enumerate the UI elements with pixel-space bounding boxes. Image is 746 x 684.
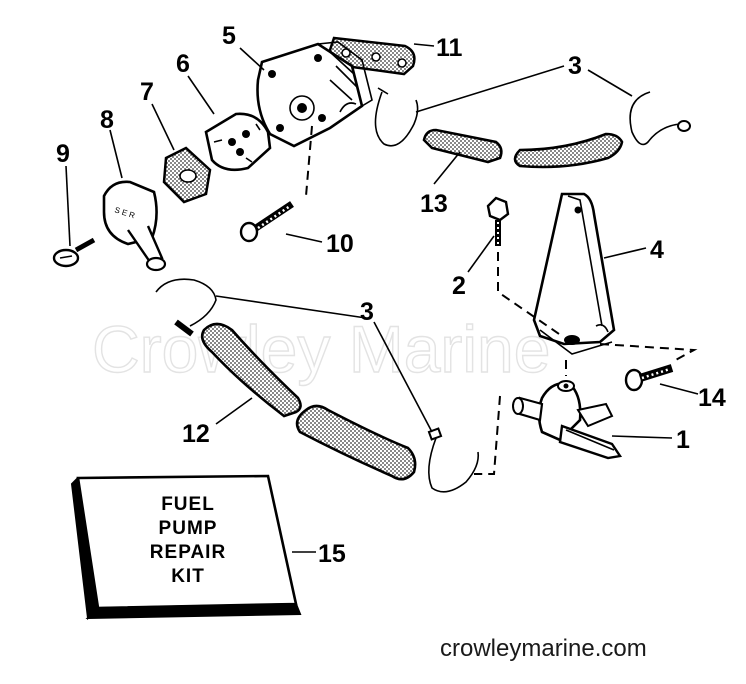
part-labels: 5 6 7 8 9 11 3 13 10 4 2 3 14 12 1 15 <box>56 22 726 568</box>
part-3-clamp-upper-left <box>374 87 419 147</box>
assembly-dashed-lines <box>305 125 698 475</box>
label-part-8: 8 <box>100 106 114 134</box>
label-part-13: 13 <box>420 190 448 218</box>
label-part-15: 15 <box>318 540 346 568</box>
part-3-clamp-upper-right <box>629 91 691 146</box>
label-part-3-lower: 3 <box>360 298 374 326</box>
kit-text-line-4: KIT <box>171 566 205 587</box>
part-9-screw <box>52 237 96 268</box>
leader-lines <box>65 43 699 553</box>
watermark-text: Crowley Marine <box>92 312 550 386</box>
part-15-repair-kit-box: FUEL PUMP REPAIR KIT <box>70 474 302 621</box>
part-12-fuel-hose <box>200 322 417 481</box>
label-part-3-upper: 3 <box>568 52 582 80</box>
label-part-12: 12 <box>182 420 210 448</box>
kit-text-line-2: PUMP <box>159 518 218 539</box>
label-part-11: 11 <box>436 34 463 62</box>
part-3-clamp-lower-left <box>155 278 217 337</box>
part-14-screw <box>624 364 674 392</box>
label-part-5: 5 <box>222 22 236 50</box>
part-3-clamp-lower-right <box>427 427 480 493</box>
label-part-9: 9 <box>56 140 70 168</box>
part-4-bracket <box>532 192 616 355</box>
label-part-6: 6 <box>176 50 190 78</box>
part-8-pump-cover: S E R <box>102 180 167 272</box>
label-part-1: 1 <box>676 426 690 454</box>
label-part-4: 4 <box>650 236 664 264</box>
label-part-14: 14 <box>698 384 726 412</box>
part-10-bolt <box>239 201 294 243</box>
part-2-bolt <box>486 196 510 246</box>
part-6-diaphragm <box>204 112 272 172</box>
website-url: crowleymarine.com <box>440 635 647 662</box>
part-13-fuel-hose <box>422 128 624 169</box>
label-part-2: 2 <box>452 272 466 300</box>
part-7-gasket <box>162 146 212 204</box>
part-1-fuel-valve <box>512 380 623 460</box>
label-part-10: 10 <box>326 230 354 258</box>
kit-text-line-1: FUEL <box>161 494 215 515</box>
kit-text-line-3: REPAIR <box>150 542 226 563</box>
label-part-7: 7 <box>140 78 154 106</box>
